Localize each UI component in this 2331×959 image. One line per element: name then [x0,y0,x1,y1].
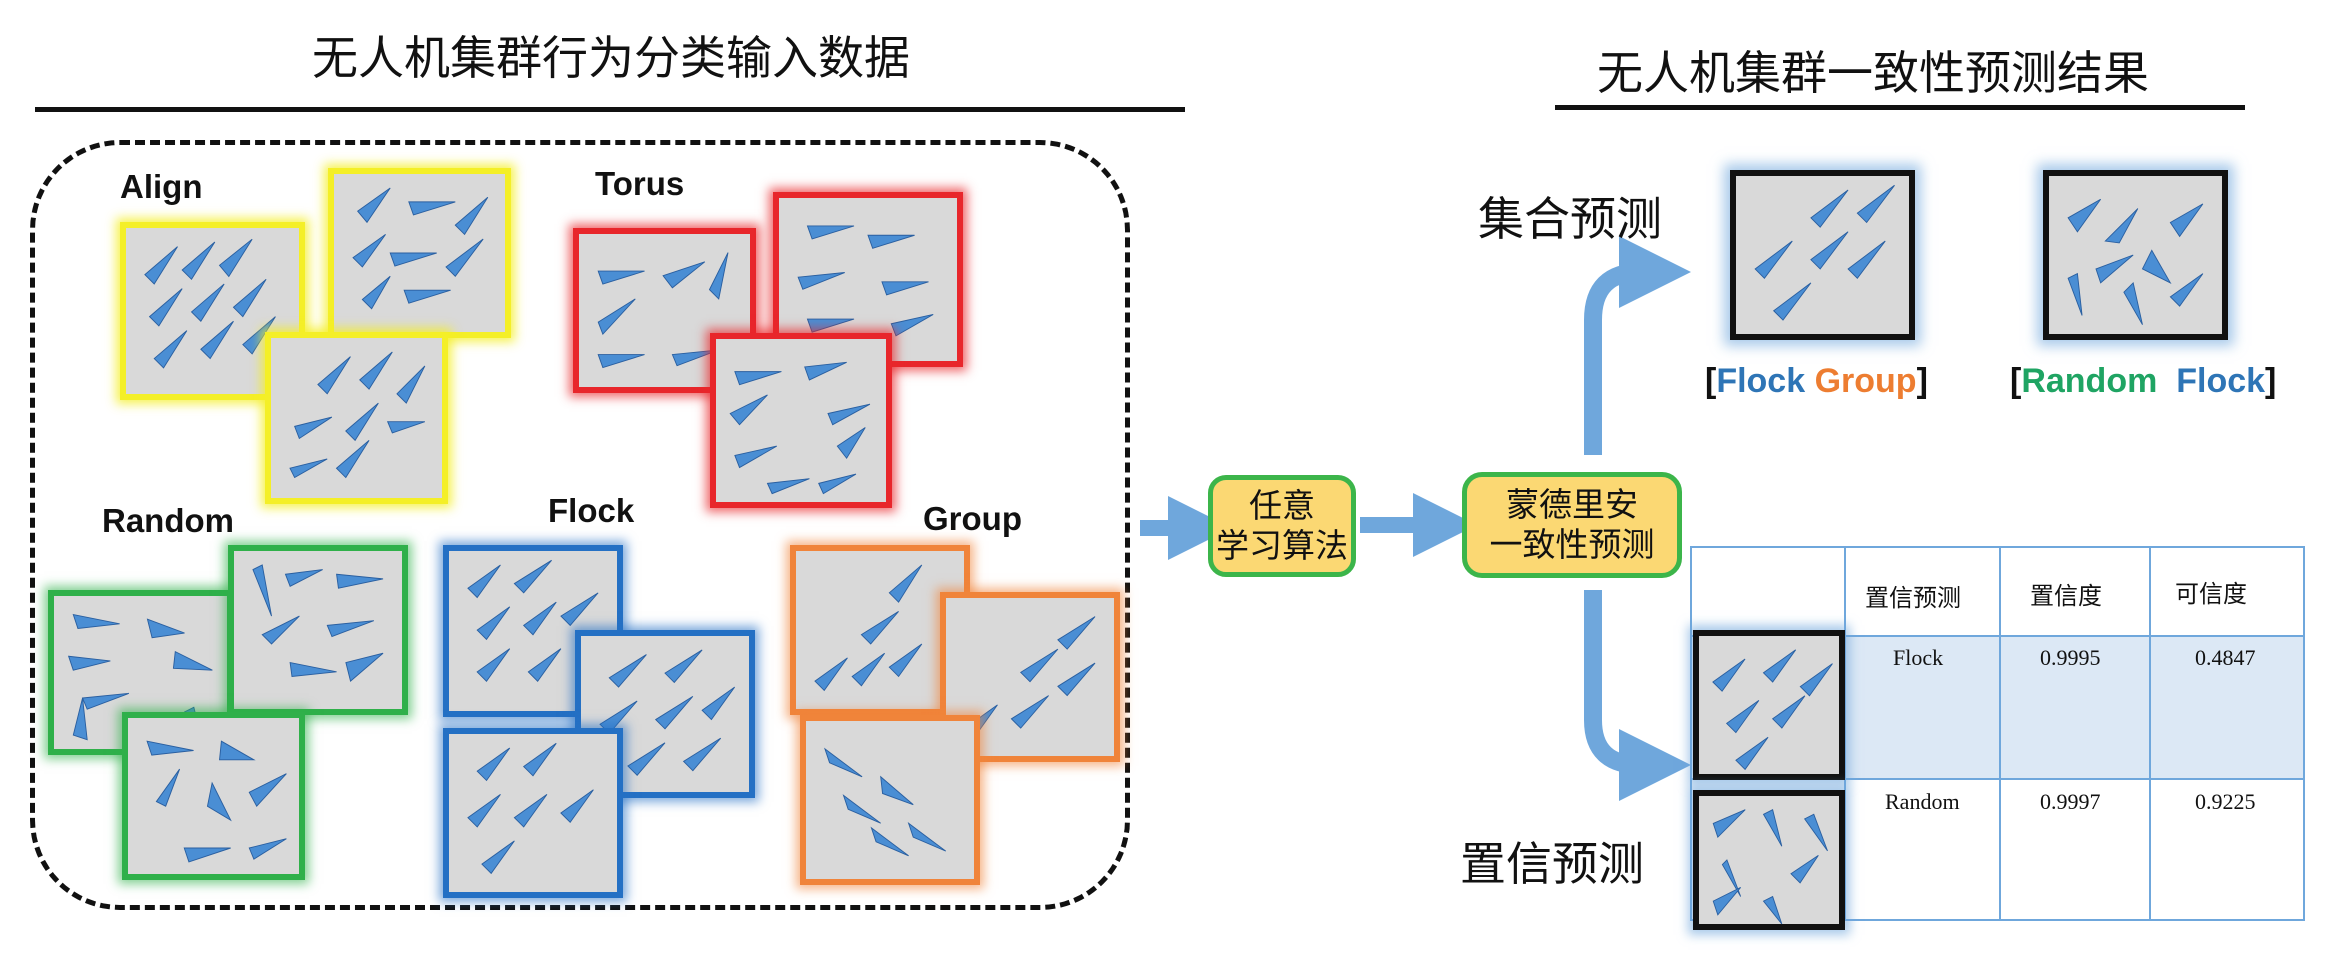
set-label-2-close: ] [2265,362,2277,400]
right-title-rule [1555,105,2245,110]
mondrian-box-line1: 蒙德里安 [1506,485,1638,525]
left-title: 无人机集群行为分类输入数据 [312,31,910,85]
drone-swarm [824,747,947,857]
table-row-1-prediction: Flock [1893,645,1944,670]
category-label-torus: Torus [595,165,685,202]
left-title-rule [35,107,1185,112]
set-label-1-open: [ [1705,362,1717,400]
set-prediction-label: 集合预测 [1478,192,1662,246]
confidence-table: 置信预测 置信度 可信度 Flock 0.9995 0.4847 Random … [1690,546,2305,921]
set-label-2-a: Random [2021,362,2158,400]
drone-swarm [352,187,489,310]
set-prediction-tile-2 [2043,170,2228,340]
drone-swarm [2067,198,2204,325]
drone-swarm [467,559,599,682]
arrow-to-set-prediction [1584,236,1691,455]
random-sample-tile [228,545,408,715]
table-row-1-credibility: 0.4847 [2195,645,2256,670]
set-label-1-close: ] [1916,362,1928,400]
drone-swarm [1712,809,1828,925]
group-sample-tile [800,715,980,885]
flock-sample-tile [443,728,623,898]
category-label-random: Random [102,502,234,539]
table-header-prediction: 置信预测 [1865,584,1961,612]
drone-swarm [729,361,871,495]
align-sample-tile [328,168,511,338]
right-title: 无人机集群一致性预测结果 [1597,46,2149,100]
flock-sample-tile [575,630,755,798]
mondrian-box: 蒙德里安 一致性预测 [1462,472,1682,578]
table-row-2-prediction: Random [1885,789,1960,814]
table-row-1-confidence: 0.9995 [2040,645,2101,670]
drone-swarm [146,740,287,863]
drone-swarm [289,351,426,479]
drone-swarm [252,564,384,682]
drone-swarm [467,742,594,875]
table-header-confidence: 置信度 [2030,582,2102,610]
drone-swarm [797,225,934,337]
table-row-2-confidence: 0.9997 [2040,789,2101,814]
drone-swarm [597,252,729,369]
drone-swarm [599,649,736,776]
category-label-group: Group [923,500,1022,537]
align-sample-tile [120,222,305,400]
input-data-region [30,140,1130,910]
drone-swarm [144,238,276,369]
drone-swarm [814,564,923,692]
confidence-tile-random [1693,790,1845,930]
set-label-2-b: Flock [2176,362,2266,400]
drone-swarm [1754,184,1895,321]
group-sample-tile [940,592,1120,762]
drone-swarm [964,616,1096,739]
category-label-align: Align [120,168,203,205]
set-label-2-open: [ [2010,362,2022,400]
set-label-1-b: Group [1814,362,1917,400]
arrow-to-confidence-prediction [1584,590,1691,801]
set-label-2: [Random Flock] [2010,362,2276,401]
algorithm-box: 任意 学习算法 [1208,475,1356,577]
drone-swarm [1712,649,1833,771]
confidence-prediction-label: 置信预测 [1460,837,1644,891]
mondrian-box-line2: 一致性预测 [1489,525,1655,564]
torus-sample-tile [710,333,892,508]
category-label-flock: Flock [548,492,635,529]
table-row-2-credibility: 0.9225 [2195,789,2256,814]
algorithm-box-line2: 学习算法 [1216,526,1348,565]
set-prediction-tile-1 [1730,170,1915,340]
algorithm-box-line1: 任意 [1249,486,1315,526]
set-label-1-a: Flock [1716,362,1806,400]
align-sample-tile [265,332,448,504]
table-header-credibility: 可信度 [2175,580,2247,608]
set-label-1: [Flock Group] [1705,362,1928,401]
random-sample-tile [122,712,305,880]
confidence-tile-flock [1693,630,1845,780]
